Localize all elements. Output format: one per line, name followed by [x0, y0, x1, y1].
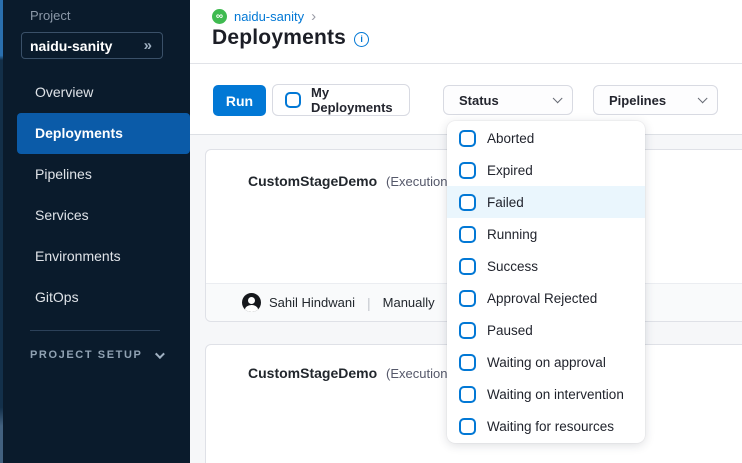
project-label: Project [30, 8, 71, 23]
sidebar-item-deployments[interactable]: Deployments [17, 113, 190, 154]
status-option-label: Waiting on intervention [487, 386, 624, 402]
execution-id-label: (Execution Id [386, 366, 462, 381]
triggered-by-name: Sahil Hindwani [269, 295, 355, 310]
status-checkbox[interactable] [459, 385, 476, 403]
project-setup-label: PROJECT SETUP [30, 349, 143, 361]
execution-id-label: (Execution Id [386, 174, 462, 189]
pipelines-filter-label: Pipelines [609, 92, 667, 108]
status-option-approval-rejected[interactable]: Approval Rejected [447, 282, 645, 314]
run-button[interactable]: Run [213, 85, 266, 116]
status-checkbox[interactable] [459, 321, 476, 339]
footer-separator: | [367, 294, 371, 311]
breadcrumb: ∞ naidu-sanity › [212, 9, 316, 24]
module-rail [0, 0, 3, 463]
status-option-label: Failed [487, 194, 524, 210]
status-checkbox[interactable] [459, 257, 476, 275]
status-dropdown-panel: Aborted Expired Failed Running Success A… [447, 121, 645, 443]
chevron-down-icon [154, 348, 165, 359]
sidebar-item-services[interactable]: Services [35, 207, 89, 223]
sidebar-nav: Overview Deployments Pipelines Services … [0, 72, 190, 318]
avatar-body [245, 305, 258, 312]
project-selector-value: naidu-sanity [30, 37, 113, 54]
page-title-row: Deployments i [212, 26, 370, 50]
status-option-waiting-on-approval[interactable]: Waiting on approval [447, 346, 645, 378]
status-checkbox[interactable] [459, 161, 476, 179]
status-option-success[interactable]: Success [447, 250, 645, 282]
status-checkbox[interactable] [459, 193, 476, 211]
my-deployments-label: My Deployments [311, 85, 393, 115]
project-selector[interactable]: naidu-sanity » [21, 32, 163, 59]
sidebar-item-pipelines[interactable]: Pipelines [35, 166, 92, 182]
sidebar-item-overview[interactable]: Overview [35, 84, 94, 100]
status-option-label: Aborted [487, 130, 535, 146]
header-divider [190, 63, 742, 64]
chevron-down-icon [552, 92, 563, 103]
my-deployments-checkbox[interactable] [285, 92, 301, 108]
status-option-label: Waiting for resources [487, 418, 615, 434]
avatar-head [248, 296, 255, 304]
status-checkbox[interactable] [459, 225, 476, 243]
status-option-label: Success [487, 258, 539, 274]
project-setup-toggle[interactable]: PROJECT SETUP [30, 348, 165, 361]
status-checkbox[interactable] [459, 417, 476, 435]
page-title: Deployments [212, 26, 347, 49]
sidebar: Project naidu-sanity » Overview Deployme… [0, 0, 190, 463]
status-filter-dropdown[interactable]: Status [443, 85, 573, 115]
pipelines-filter-dropdown[interactable]: Pipelines [593, 85, 718, 115]
status-option-waiting-for-resources[interactable]: Waiting for resources [447, 410, 645, 442]
pipeline-name[interactable]: CustomStageDemo [248, 365, 378, 381]
sidebar-divider [30, 330, 160, 331]
status-option-paused[interactable]: Paused [447, 314, 645, 346]
status-option-label: Running [487, 226, 538, 242]
my-deployments-filter[interactable]: My Deployments [272, 84, 410, 116]
breadcrumb-project-link[interactable]: naidu-sanity [234, 9, 305, 24]
deployment-title-row: CustomStageDemo (Execution Id [206, 345, 742, 381]
pipeline-name[interactable]: CustomStageDemo [248, 173, 378, 189]
status-option-aborted[interactable]: Aborted [447, 122, 645, 154]
status-option-label: Paused [487, 322, 533, 338]
status-option-label: Waiting on approval [487, 354, 606, 370]
chevron-down-icon [697, 92, 708, 103]
trigger-type: Manually [382, 295, 435, 310]
deployment-title-row: CustomStageDemo (Execution Id [206, 150, 742, 189]
cd-module-icon: ∞ [212, 9, 227, 24]
status-option-label: Approval Rejected [487, 290, 598, 306]
sidebar-item-gitops[interactable]: GitOps [35, 289, 79, 305]
sidebar-item-environments[interactable]: Environments [35, 248, 121, 264]
chevron-right-icon: › [311, 8, 317, 25]
user-avatar-icon [242, 293, 261, 312]
status-option-running[interactable]: Running [447, 218, 645, 250]
status-checkbox[interactable] [459, 353, 476, 371]
expand-project-icon[interactable]: » [143, 37, 152, 54]
status-option-waiting-on-intervention[interactable]: Waiting on intervention [447, 378, 645, 410]
info-icon[interactable]: i [354, 32, 370, 47]
status-checkbox[interactable] [459, 129, 476, 147]
status-option-expired[interactable]: Expired [447, 154, 645, 186]
status-option-label: Expired [487, 162, 533, 178]
status-option-failed[interactable]: Failed [447, 186, 645, 218]
status-checkbox[interactable] [459, 289, 476, 307]
status-filter-label: Status [459, 92, 499, 108]
